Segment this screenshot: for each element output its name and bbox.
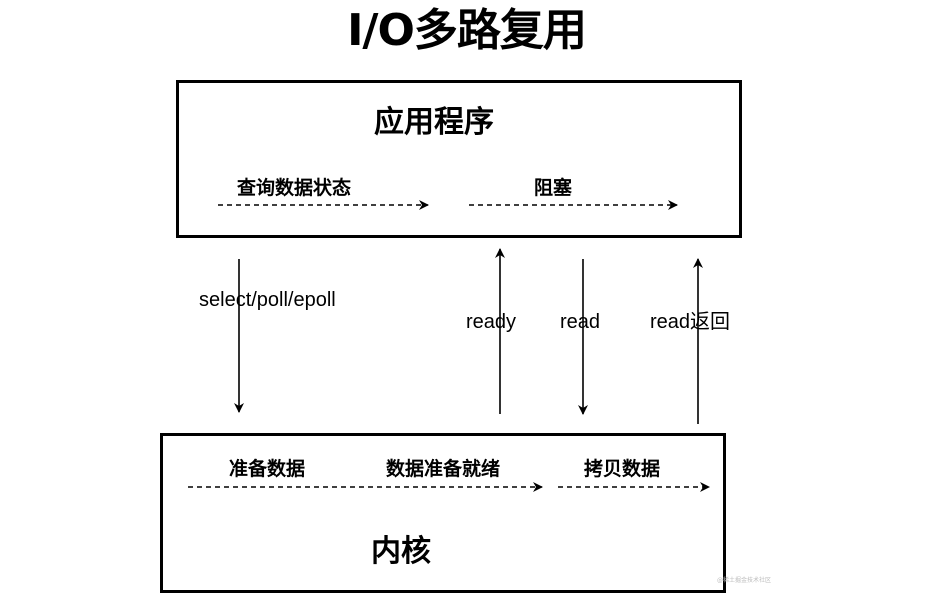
label-ready: ready bbox=[466, 311, 517, 333]
kernel-heading: 内核 bbox=[371, 534, 431, 569]
step-query-data-status: 查询数据状态 bbox=[237, 177, 352, 199]
kernel-box: 准备数据 数据准备就绪 拷贝数据 内核 bbox=[160, 433, 726, 593]
application-box: 应用程序 查询数据状态 阻塞 bbox=[176, 80, 742, 238]
label-read-return: read返回 bbox=[650, 311, 731, 333]
label-read: read bbox=[560, 311, 601, 333]
step-copy-data: 拷贝数据 bbox=[584, 458, 661, 480]
diagram-title: I/O多路复用 bbox=[347, 5, 587, 56]
label-select-poll-epoll: select/poll/epoll bbox=[199, 289, 336, 311]
step-prepare-data: 准备数据 bbox=[229, 458, 306, 480]
watermark: @稀土掘金技术社区 bbox=[717, 577, 772, 584]
application-heading: 应用程序 bbox=[374, 105, 494, 140]
step-blocked: 阻塞 bbox=[534, 177, 573, 199]
step-data-ready: 数据准备就绪 bbox=[386, 458, 501, 480]
